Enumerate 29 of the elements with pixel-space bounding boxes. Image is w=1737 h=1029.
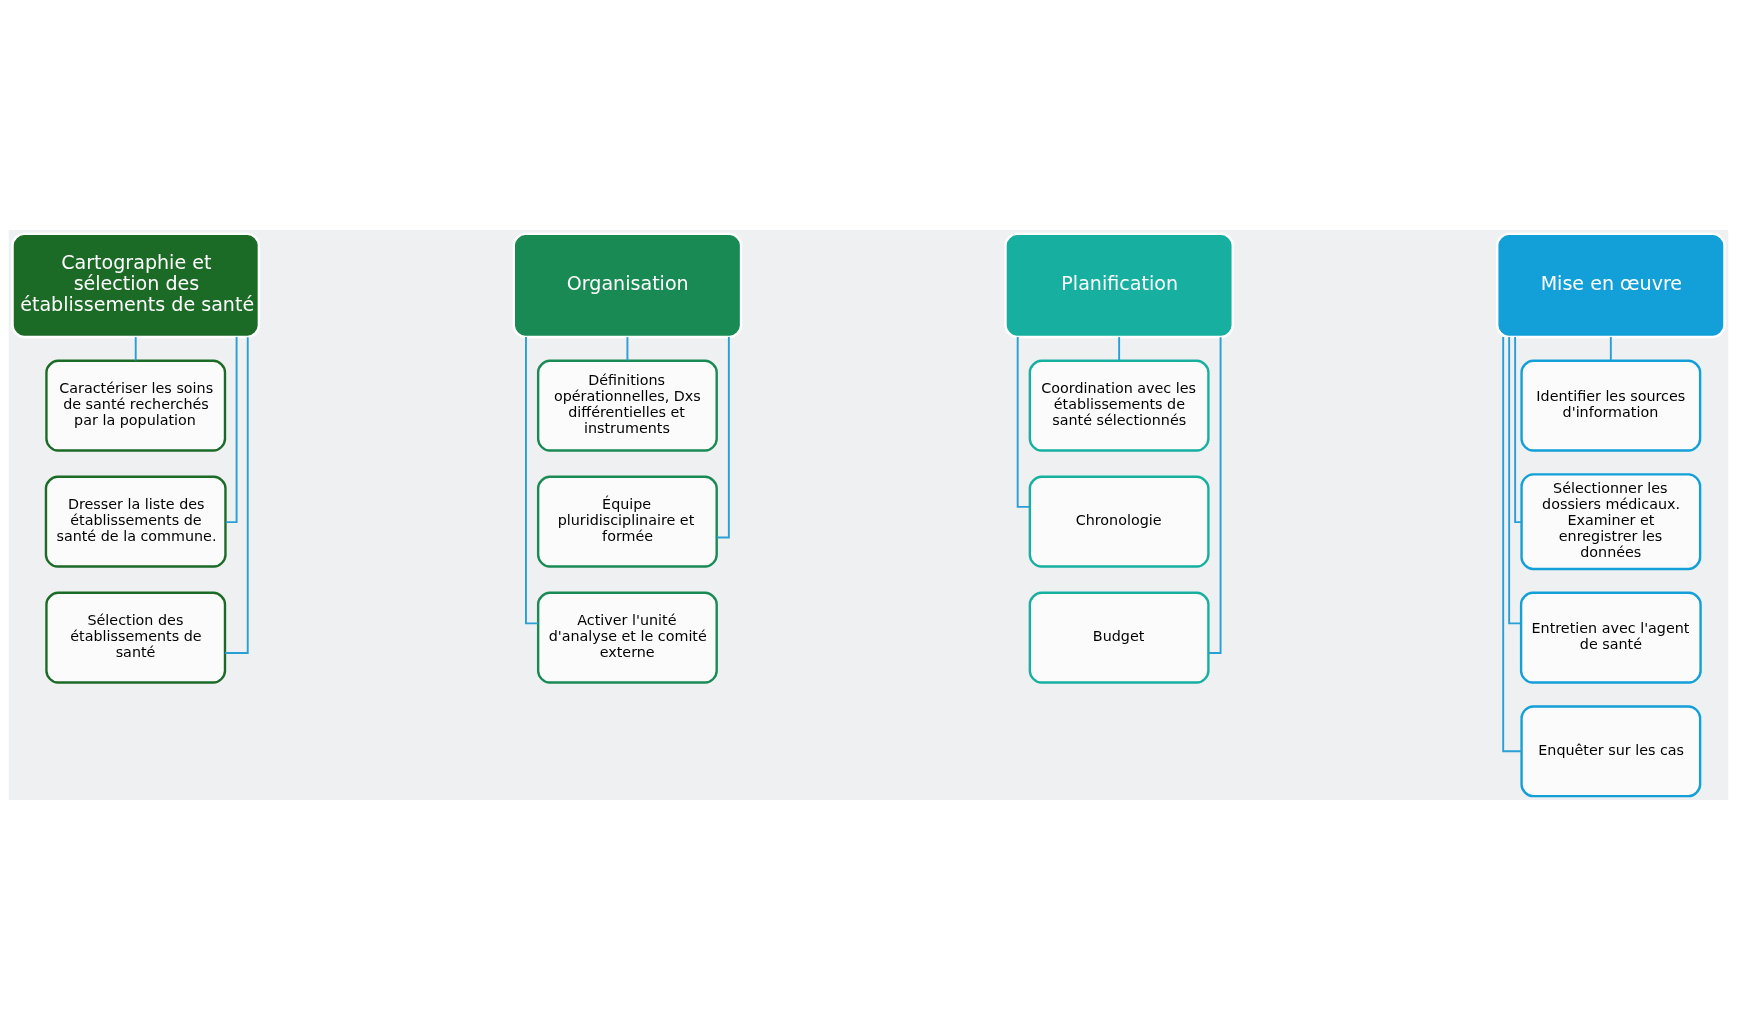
node-box: Enquêter sur les cas (1520, 704, 1702, 797)
node-box: Cartographie et sélection des établissements de santé (11, 232, 261, 338)
node-box: Budget (1028, 591, 1210, 684)
node-box: Activer l'unité d'analyse et le comité externe (536, 591, 718, 684)
node-box: Équipe pluridisciplinaire et formée (536, 475, 718, 568)
node-box: Caractériser les soins de santé recherchés par la population (45, 359, 227, 452)
connector (1118, 335, 1121, 361)
connector (1016, 335, 1031, 508)
node-box: Mise en œuvre (1496, 232, 1726, 338)
connector (224, 335, 238, 523)
node-box: Sélectionner les dossiers médicaux. Examiner et enregistrer les données (1520, 472, 1702, 570)
node-box: Coordination avec les établissements de santé sélectionnés (1028, 359, 1210, 452)
connector (1502, 335, 1523, 752)
node-box: Sélection des établissements de santé (45, 591, 227, 684)
connector (1609, 335, 1612, 361)
connector (1207, 335, 1222, 654)
node-box: Dresser la liste des établissements de santé de la commune. (44, 475, 227, 568)
node-box: Définitions opérationnelles, Dxs différentielles et instruments (536, 359, 718, 452)
connector (134, 335, 137, 361)
node-box: Chronologie (1028, 475, 1210, 568)
connector (1508, 335, 1522, 624)
node-box: Identifier les sources d'information (1520, 359, 1702, 452)
node-box: Organisation (512, 232, 743, 338)
connector (1514, 335, 1523, 523)
connector (626, 335, 629, 361)
connector (715, 335, 730, 538)
node-box: Entretien avec l'agent de santé (1519, 591, 1702, 684)
connector (525, 335, 539, 624)
node-box: Planification (1004, 232, 1234, 338)
